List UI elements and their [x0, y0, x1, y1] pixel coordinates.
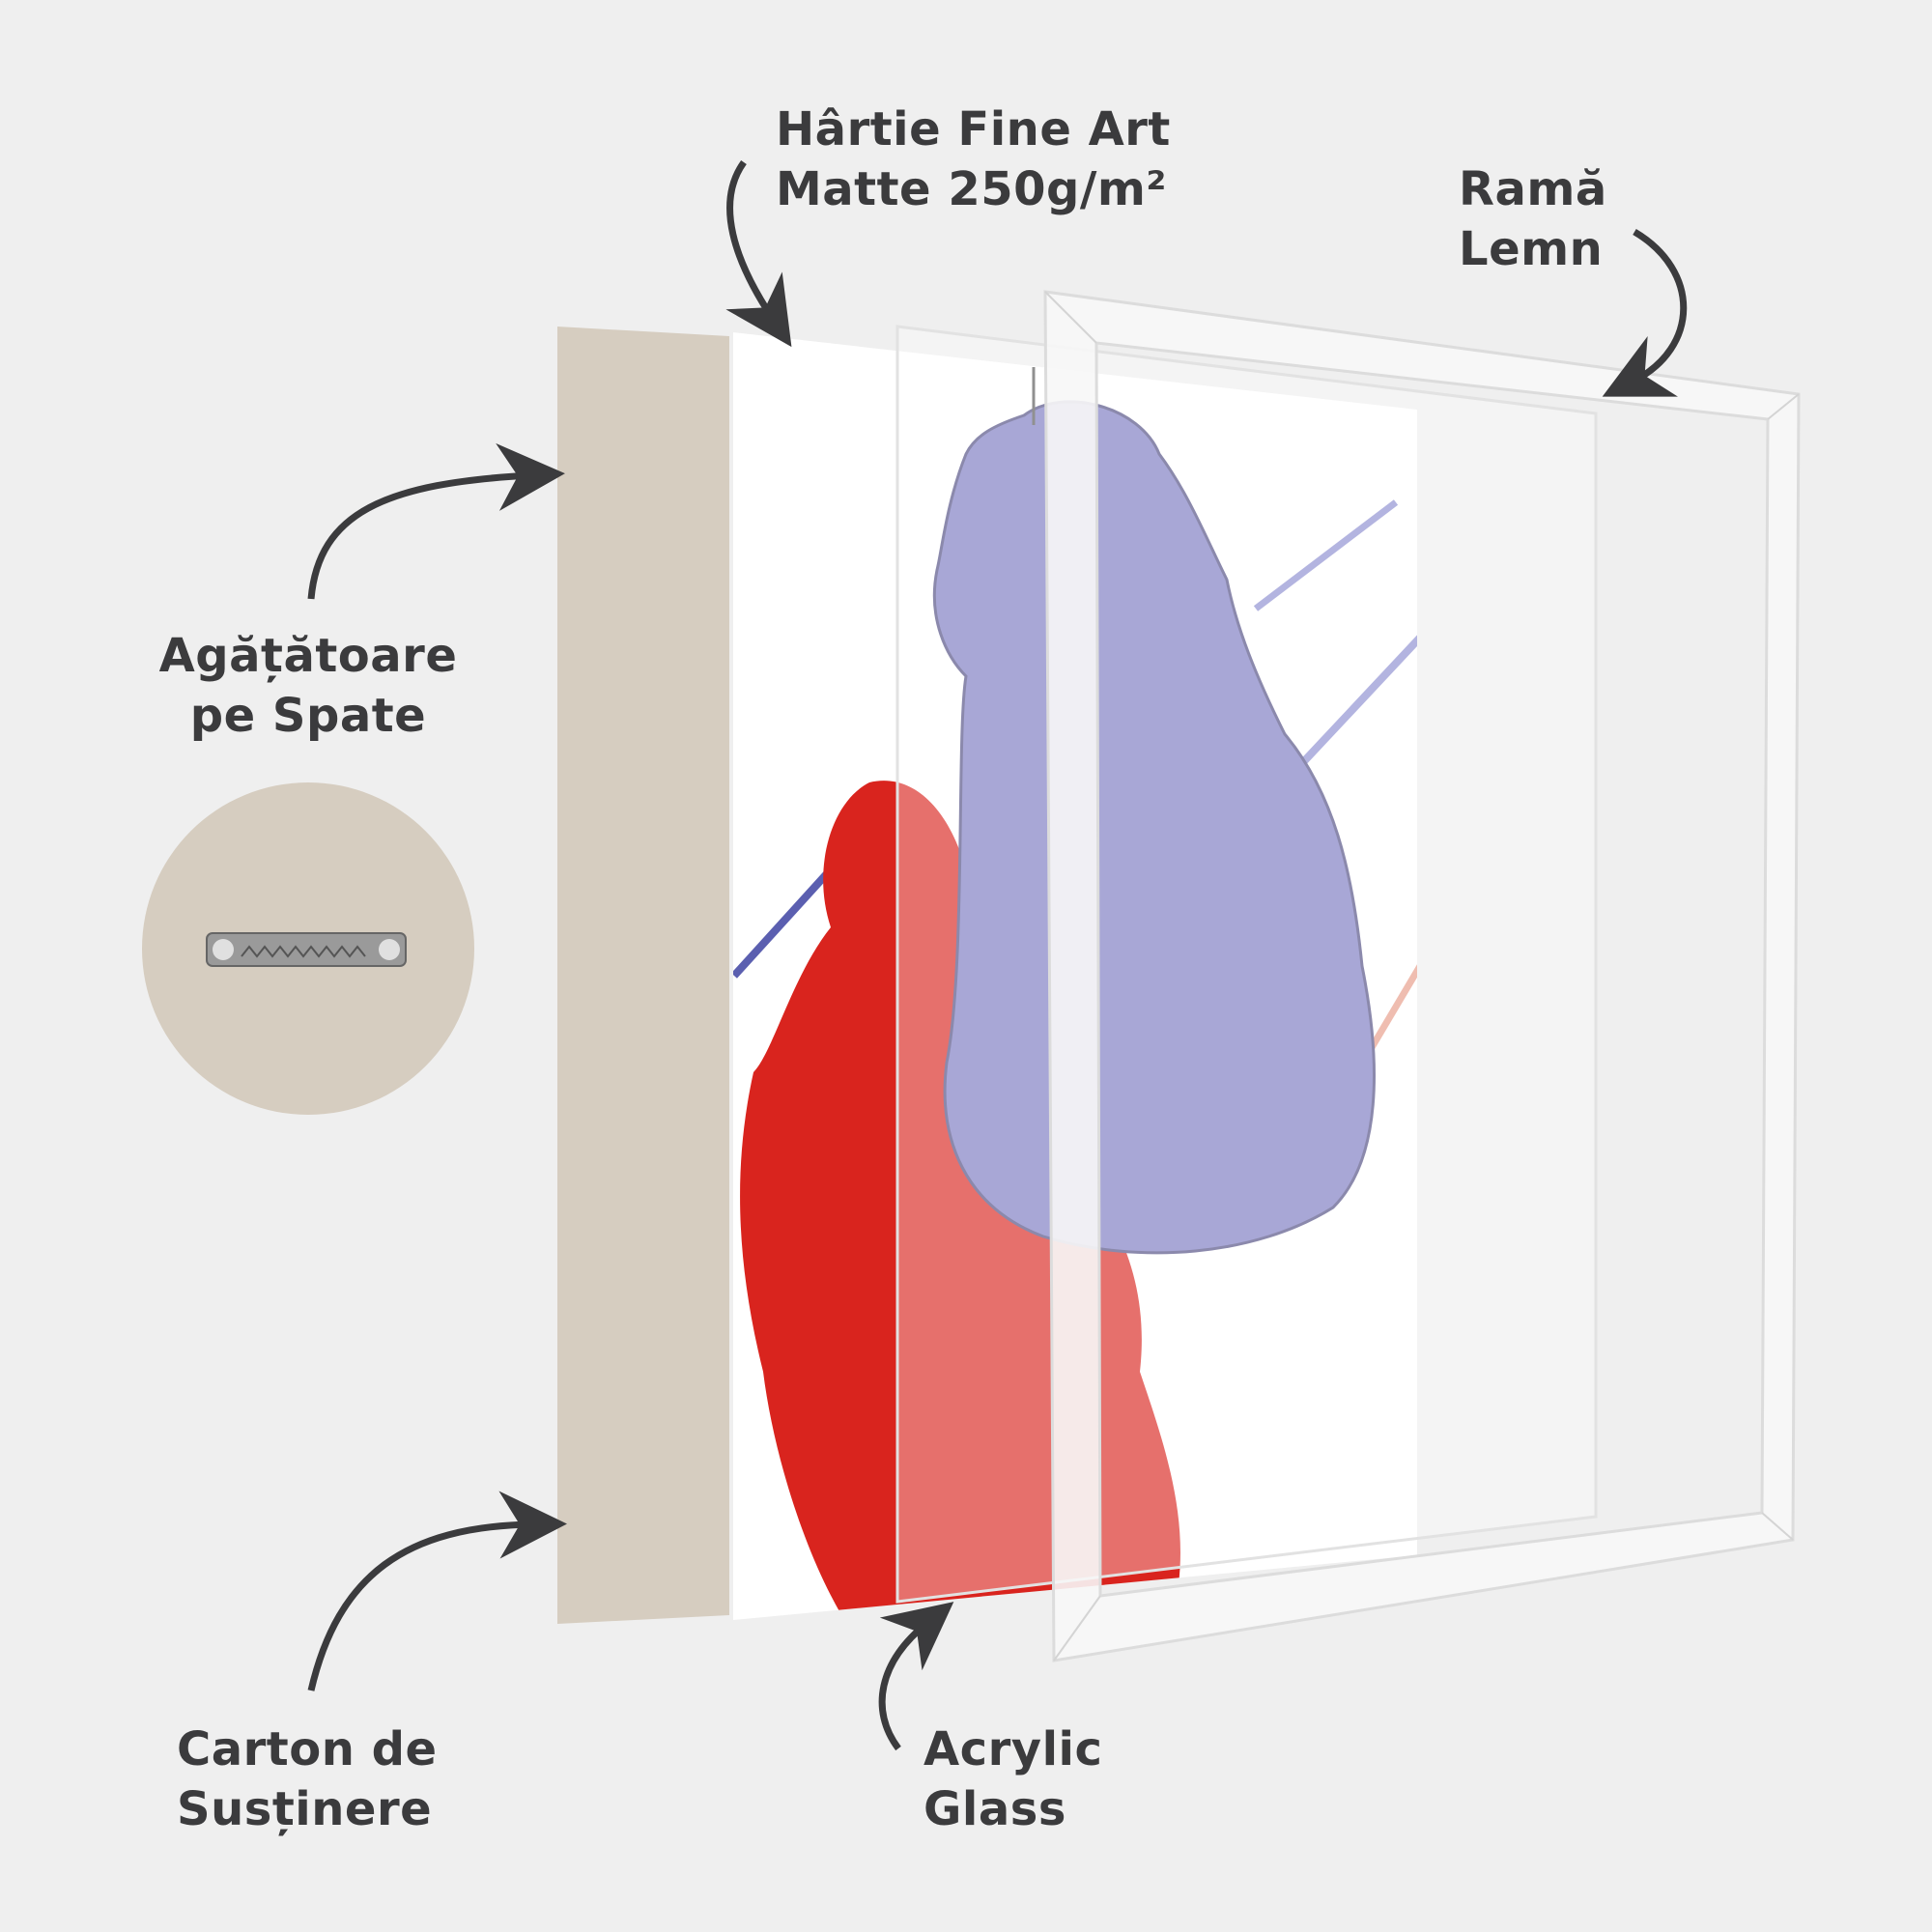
paper-label: Hârtie Fine Art Matte 250g/m²: [776, 99, 1171, 219]
paper-label-line2: Matte 250g/m²: [776, 162, 1167, 216]
sawtooth-hanger-icon: [206, 932, 407, 967]
frame-label: Ramă Lemn: [1459, 159, 1607, 279]
acrylic-label-line1: Acrylic: [923, 1722, 1103, 1776]
paper-arrow-icon: [725, 159, 792, 348]
acrylic-glass: [895, 325, 1598, 1604]
hanger-detail: [142, 782, 474, 1115]
wooden-frame: [1043, 290, 1801, 1662]
backing-arrow-icon: [307, 1491, 567, 1691]
acrylic-label: Acrylic Glass: [923, 1719, 1102, 1839]
cardboard-backing: [557, 327, 729, 1624]
hanger-arrow-icon: [307, 442, 565, 600]
hanger-label-line1: Agățătoare: [158, 629, 458, 683]
frame-arrow-icon: [1602, 228, 1688, 397]
backing-label: Carton de Susținere: [177, 1719, 438, 1839]
hanger-label-line2: pe Spate: [189, 689, 427, 743]
hanger-label: Agățătoare pe Spate: [115, 626, 501, 746]
blue-glove: [932, 400, 1376, 1255]
backing-label-line2: Susținere: [177, 1782, 433, 1836]
acrylic-arrow-icon: [878, 1602, 954, 1751]
backing-label-line1: Carton de: [177, 1722, 438, 1776]
acrylic-label-line2: Glass: [923, 1782, 1066, 1836]
paper-label-line1: Hârtie Fine Art: [776, 102, 1171, 156]
frame-label-line2: Lemn: [1459, 222, 1604, 276]
frame-label-line1: Ramă: [1459, 162, 1607, 216]
